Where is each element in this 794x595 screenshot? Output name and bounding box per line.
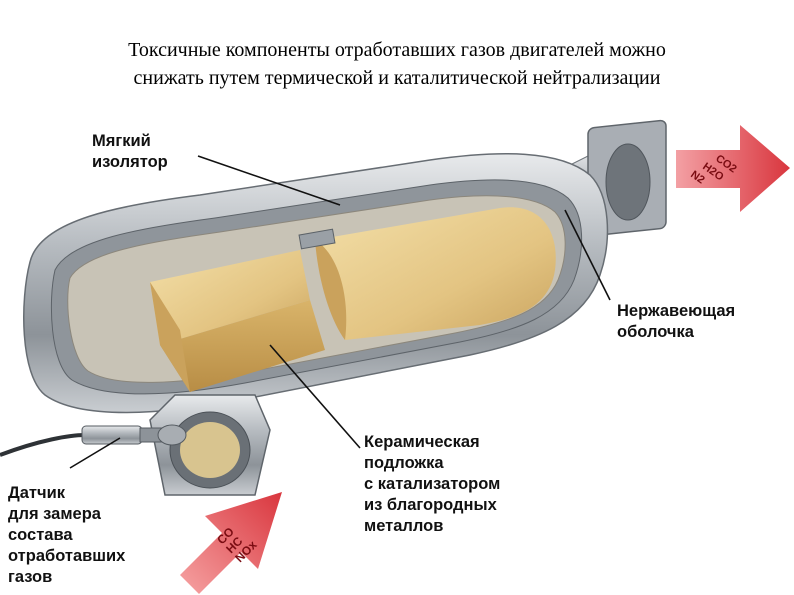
label-soft-insulator: Мягкий изолятор [92,132,168,171]
title-line-2: снижать путем термической и каталитическ… [133,67,661,89]
ceramic-block-left [150,250,325,392]
sensor-probe [0,424,187,457]
title-line-1: Токсичные компоненты отработавших газов … [128,39,666,61]
inlet-arrow: CO HC NOx [180,492,282,594]
label-stainless-shell: Нержавеющая оболочка [617,302,736,341]
label-sensor: Датчик для замера состава отработавших г… [8,484,126,586]
leader-lines [69,155,611,469]
outlet-arrow: CO2 H2O N2 [676,125,790,212]
divider-ring [298,228,336,250]
ceramic-block-right [315,207,556,340]
slide-title: Токсичные компоненты отработавших газов … [0,36,794,92]
inlet-pipe [149,394,271,496]
label-ceramic-substrate: Керамическая подложка с катализатором из… [364,433,501,535]
